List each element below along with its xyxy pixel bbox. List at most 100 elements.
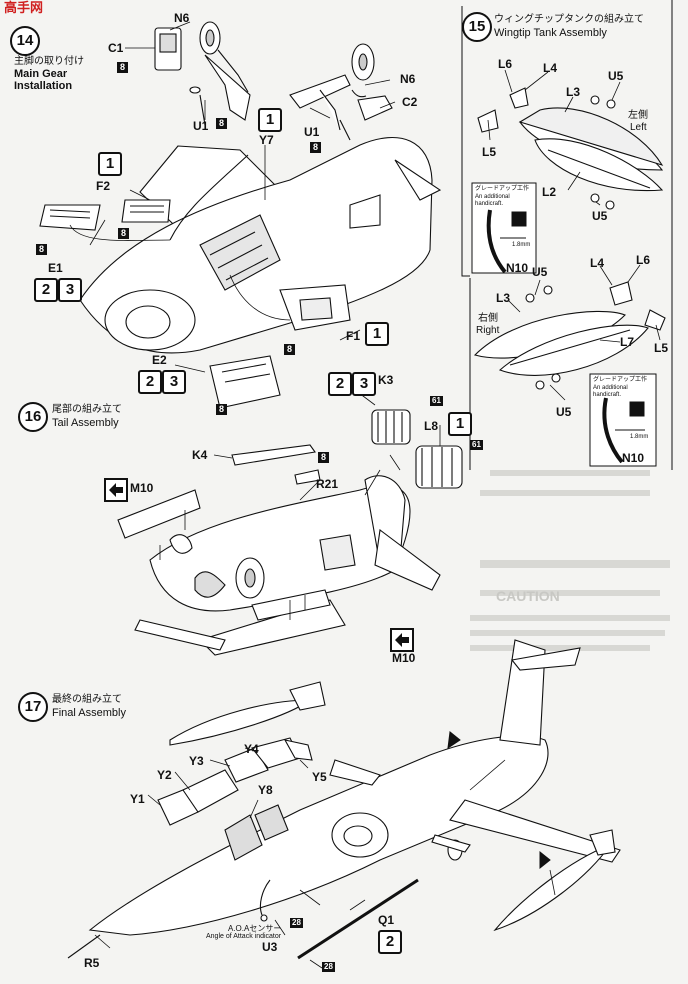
part-label-u5-b: U5 [592, 209, 608, 223]
part-label-y5: Y5 [312, 770, 327, 784]
part-label-n6-b: N6 [400, 72, 416, 86]
color-code-8: 8 [117, 62, 128, 73]
step17-arrows [447, 731, 551, 870]
part-label-u5-d: U5 [556, 405, 572, 419]
color-code-8: 8 [118, 228, 129, 239]
step-14-title-jp: 主脚の取り付け [14, 56, 84, 67]
part-label-y8: Y8 [258, 783, 273, 797]
choice-box-1: 1 [258, 108, 282, 132]
choice-box-2: 2 [328, 372, 352, 396]
color-code-28: 28 [290, 918, 303, 928]
color-code-8: 8 [284, 344, 295, 355]
step-17-title-en: Final Assembly [52, 707, 126, 719]
cement-arrow-icon [390, 628, 414, 652]
color-code-8: 8 [36, 244, 47, 255]
side-left-en: Left [630, 122, 647, 133]
step17-leader-lines [94, 747, 556, 969]
part-label-e2: E2 [152, 353, 167, 367]
step-16-title-jp: 尾部の組み立て [52, 404, 122, 415]
part-label-l5-b: L5 [654, 341, 669, 355]
upgrade-detail-1 [471, 182, 537, 274]
part-label-l7: L7 [620, 335, 635, 349]
step-17-badge: 17 [18, 692, 48, 722]
watermark: 高手网 [4, 1, 44, 16]
step-15-badge: 15 [462, 12, 492, 42]
part-label-l4-b: L4 [590, 256, 605, 270]
part-label-e1: E1 [48, 261, 63, 275]
step-17-title-jp: 最終の組み立て [52, 694, 122, 705]
aoa-sensor-jp: A.O.Aセンサー [228, 924, 282, 933]
part-label-f2: F2 [96, 179, 111, 193]
part-label-u1: U1 [193, 119, 209, 133]
part-label-y2: Y2 [157, 768, 172, 782]
step-14-title-en: Main Gear Installation [14, 68, 73, 92]
part-label-k4: K4 [192, 448, 208, 462]
side-left-jp: 左側 [628, 110, 648, 121]
choice-box-2: 2 [34, 278, 58, 302]
part-label-u5-c: U5 [532, 265, 548, 279]
part-label-l6: L6 [498, 57, 513, 71]
part-label-r21: R21 [316, 477, 339, 491]
part-label-y3: Y3 [189, 754, 204, 768]
step-15-title-en: Wingtip Tank Assembly [494, 27, 607, 39]
side-right-jp: 右側 [478, 313, 498, 324]
part-label-l8: L8 [424, 419, 439, 433]
choice-box-3: 3 [162, 370, 186, 394]
cement-arrow-icon [104, 478, 128, 502]
part-label-y7: Y7 [259, 133, 274, 147]
step15-tanks [473, 87, 666, 390]
part-label-k3: K3 [378, 373, 394, 387]
part-label-m10-b: M10 [392, 651, 416, 665]
color-code-8: 8 [318, 452, 329, 463]
part-label-u3: U3 [262, 940, 278, 954]
step14-leader-lines [69, 21, 396, 373]
step-16-title-en: Tail Assembly [52, 417, 119, 429]
step14-gear [39, 21, 393, 409]
color-code-61: 61 [430, 396, 443, 406]
step15-leader-lines [487, 69, 661, 401]
bleed-through-text [470, 470, 670, 651]
part-label-l3-b: L3 [496, 291, 511, 305]
upgrade-note-dim-2: 1.8mm [630, 434, 649, 440]
choice-box-1: 1 [365, 322, 389, 346]
aoa-sensor-en: Angle of Attack indicator [206, 933, 282, 940]
upgrade-note-en2: handicraft. [475, 201, 504, 207]
part-label-m10: M10 [130, 481, 154, 495]
side-right-en: Right [476, 325, 500, 336]
part-label-l6-b: L6 [636, 253, 651, 267]
part-label-y4: Y4 [244, 742, 259, 756]
step16-rear-fuselage [117, 409, 463, 656]
step17-aircraft [67, 639, 621, 960]
part-label-n10-b: N10 [622, 451, 645, 465]
choice-box-1: 1 [98, 152, 122, 176]
part-label-c2: C2 [402, 95, 418, 109]
caution-bleed-text: CAUTION [496, 588, 560, 604]
part-label-u1-b: U1 [304, 125, 320, 139]
step-16-badge: 16 [18, 402, 48, 432]
part-label-l2: L2 [542, 185, 557, 199]
part-label-c1: C1 [108, 41, 124, 55]
part-label-l4: L4 [543, 61, 558, 75]
upgrade-note-jp: グレードアップ工作 [475, 186, 530, 192]
upgrade-note-en2-2: handicraft. [593, 392, 622, 398]
part-label-n6: N6 [174, 11, 190, 25]
step14-fuselage [79, 136, 442, 354]
color-code-8: 8 [216, 118, 227, 129]
upgrade-note-en1-2: An additional [593, 385, 628, 391]
part-label-q1: Q1 [378, 913, 395, 927]
cement-arrow-icon [395, 633, 409, 647]
color-code-61: 61 [470, 440, 483, 450]
part-label-f1: F1 [346, 329, 361, 343]
cement-arrow-icon [109, 483, 123, 497]
part-label-n10: N10 [506, 261, 529, 275]
upgrade-note-en1: An additional [475, 194, 510, 200]
upgrade-detail-2 [589, 373, 657, 467]
step-14-badge: 14 [10, 26, 40, 56]
choice-box-1: 1 [448, 412, 472, 436]
color-code-8: 8 [310, 142, 321, 153]
choice-box-2: 2 [138, 370, 162, 394]
part-label-l5: L5 [482, 145, 497, 159]
part-label-r5: R5 [84, 956, 100, 970]
choice-box-2: 2 [378, 930, 402, 954]
upgrade-note-dim: 1.8mm [512, 242, 531, 248]
